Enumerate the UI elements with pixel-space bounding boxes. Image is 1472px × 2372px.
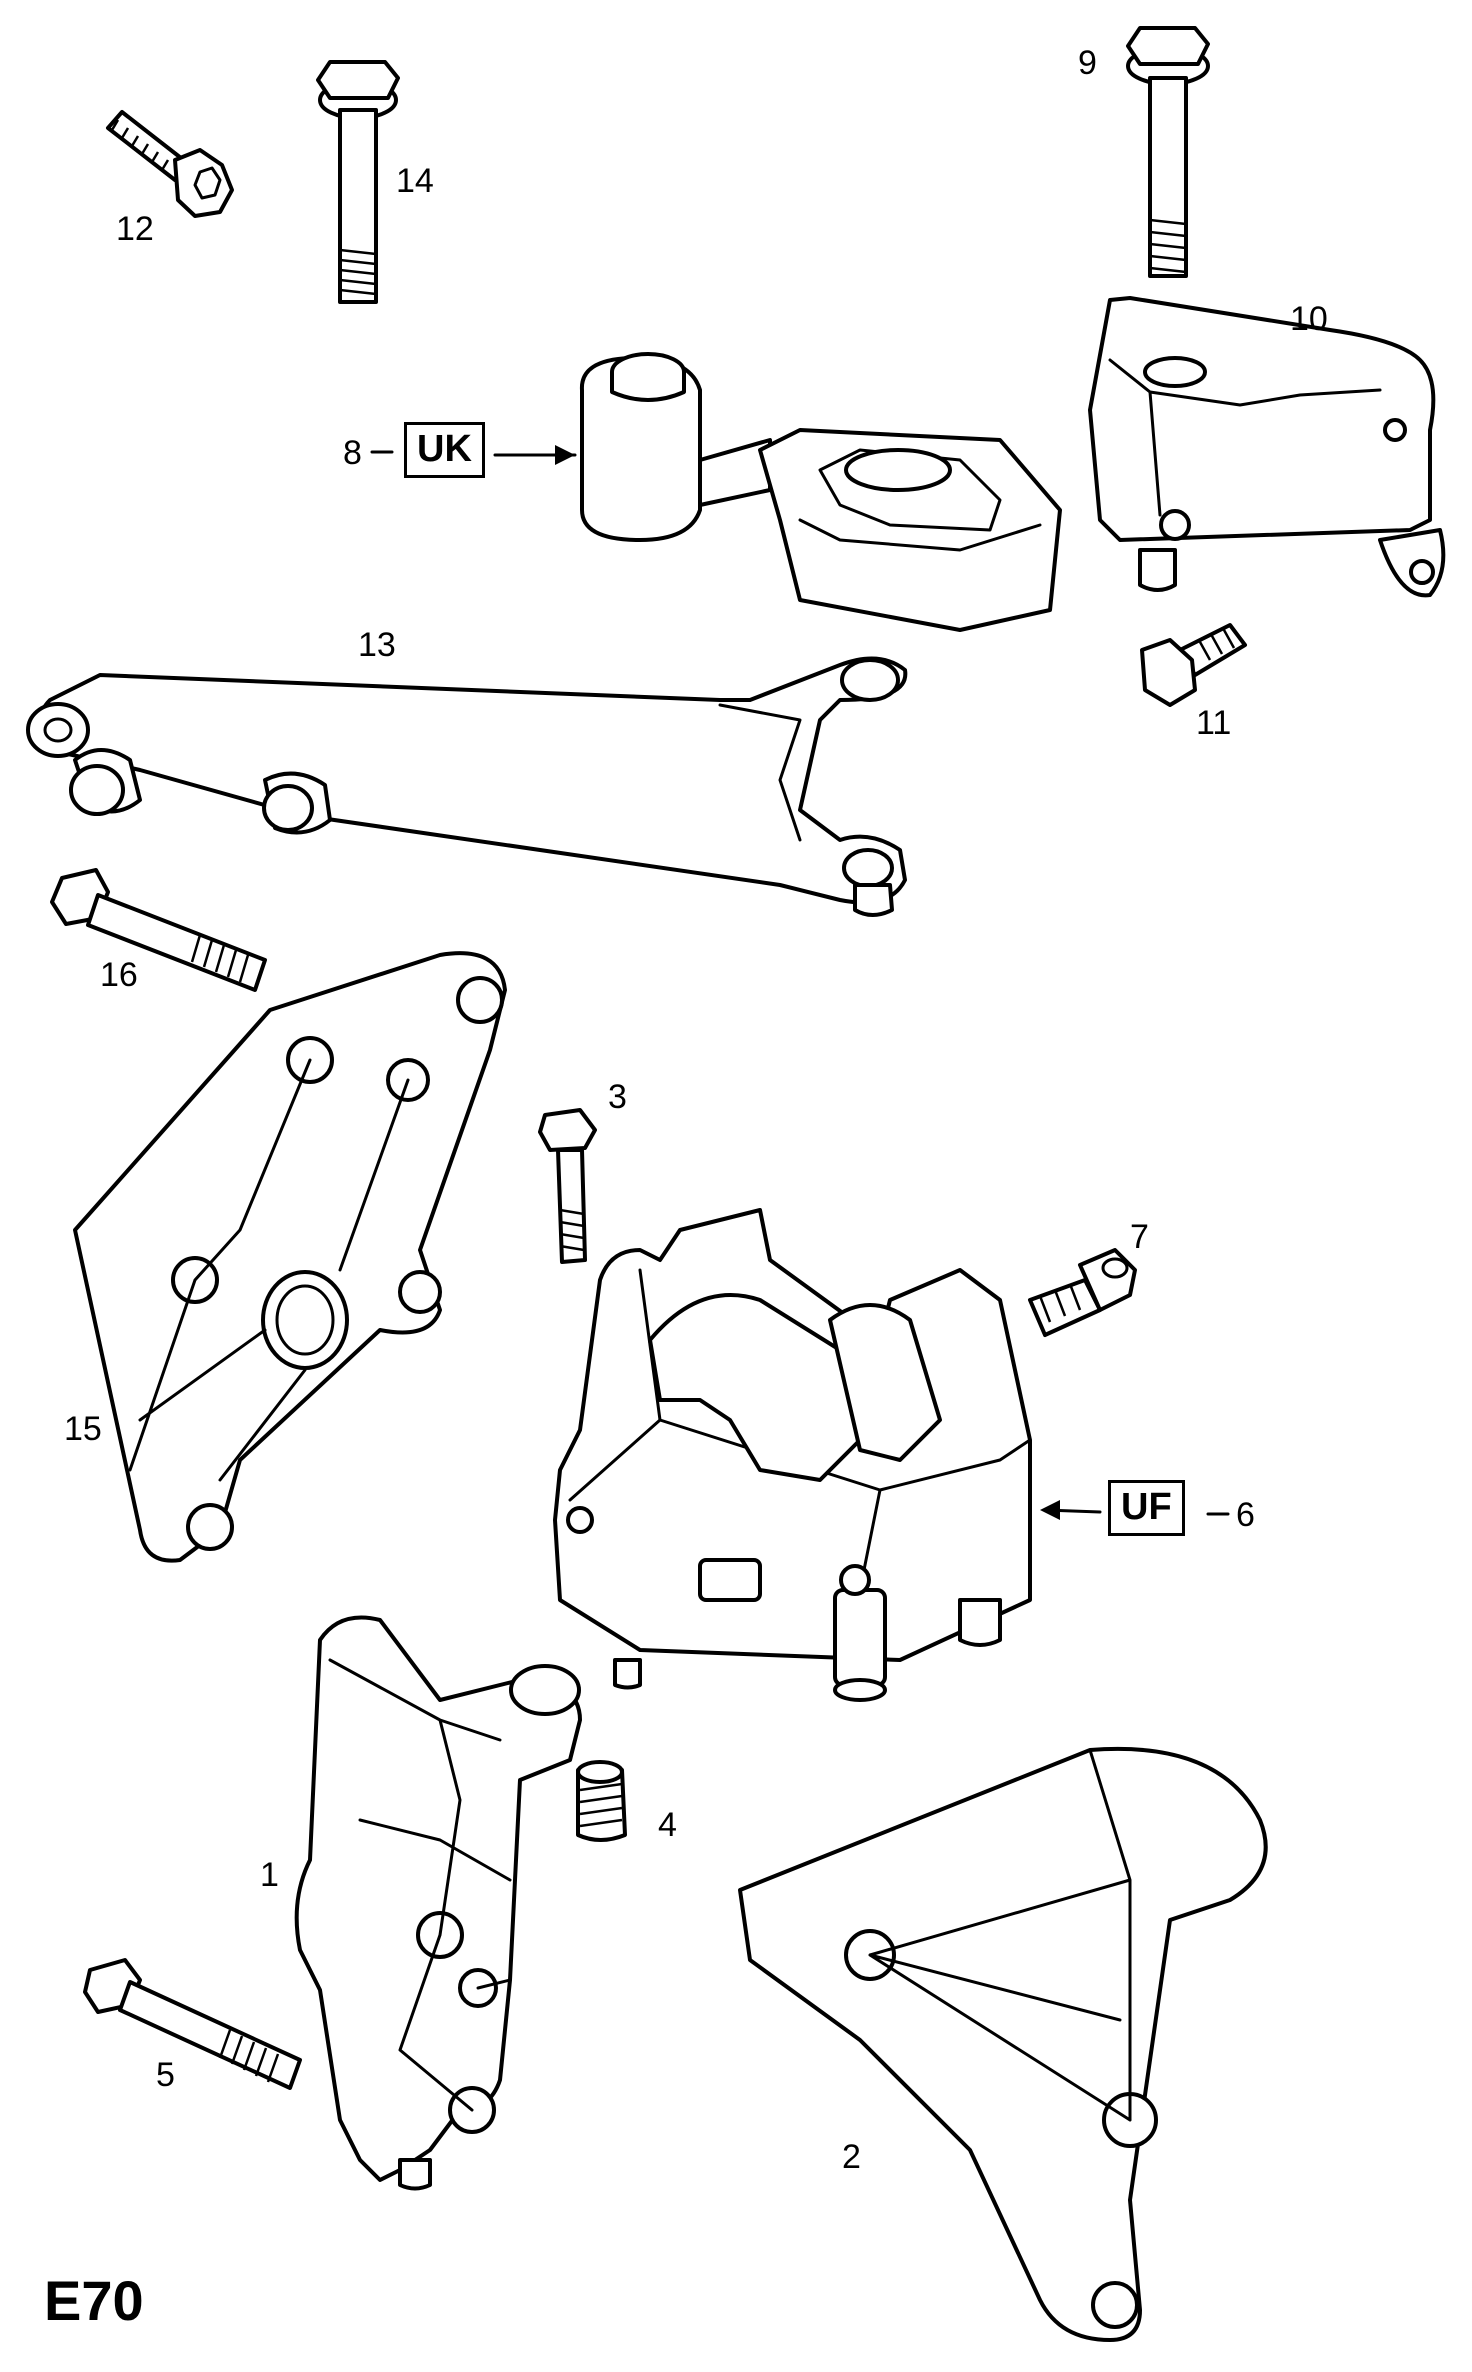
callout-1: 1 — [260, 1856, 279, 1894]
part-14-bolt — [316, 60, 400, 304]
callout-6: 6 — [1236, 1496, 1255, 1534]
callout-10: 10 — [1290, 300, 1328, 338]
callout-14: 14 — [396, 162, 434, 200]
part-10-bracket — [1088, 296, 1446, 598]
callout-12: 12 — [116, 210, 154, 248]
part-1-bracket — [294, 1615, 582, 2191]
variant-box-uk: UK — [404, 422, 485, 478]
part-3-bolt — [538, 1108, 597, 1264]
part-9-bolt — [1126, 26, 1210, 278]
part-15-bracket — [73, 951, 507, 1563]
part-6-gearbox-mount — [553, 1208, 1032, 1702]
leader-lines — [370, 445, 1230, 1520]
part-2-bracket — [738, 1746, 1268, 2342]
part-8-torque-mount — [579, 352, 1062, 632]
callout-13: 13 — [358, 626, 396, 664]
callout-9: 9 — [1078, 44, 1097, 82]
variant-box-uf: UF — [1108, 1480, 1185, 1536]
part-4-stud — [576, 1760, 627, 1842]
callout-11: 11 — [1196, 704, 1232, 742]
callout-4: 4 — [658, 1806, 677, 1844]
callout-15: 15 — [64, 1410, 102, 1448]
callout-5: 5 — [156, 2056, 175, 2094]
callout-2: 2 — [842, 2138, 861, 2176]
part-16-bolt — [50, 868, 267, 992]
part-5-bolt — [83, 1958, 302, 2090]
callout-16: 16 — [100, 956, 138, 994]
callout-3: 3 — [608, 1078, 627, 1116]
part-13-crossmember — [26, 656, 908, 917]
figure-code: E70 — [44, 2269, 144, 2332]
part-12-bolt — [106, 110, 234, 218]
part-7-bolt — [1028, 1248, 1137, 1337]
callout-8: 8 — [343, 434, 362, 472]
callout-7: 7 — [1130, 1218, 1149, 1256]
part-11-bolt — [1140, 623, 1247, 707]
